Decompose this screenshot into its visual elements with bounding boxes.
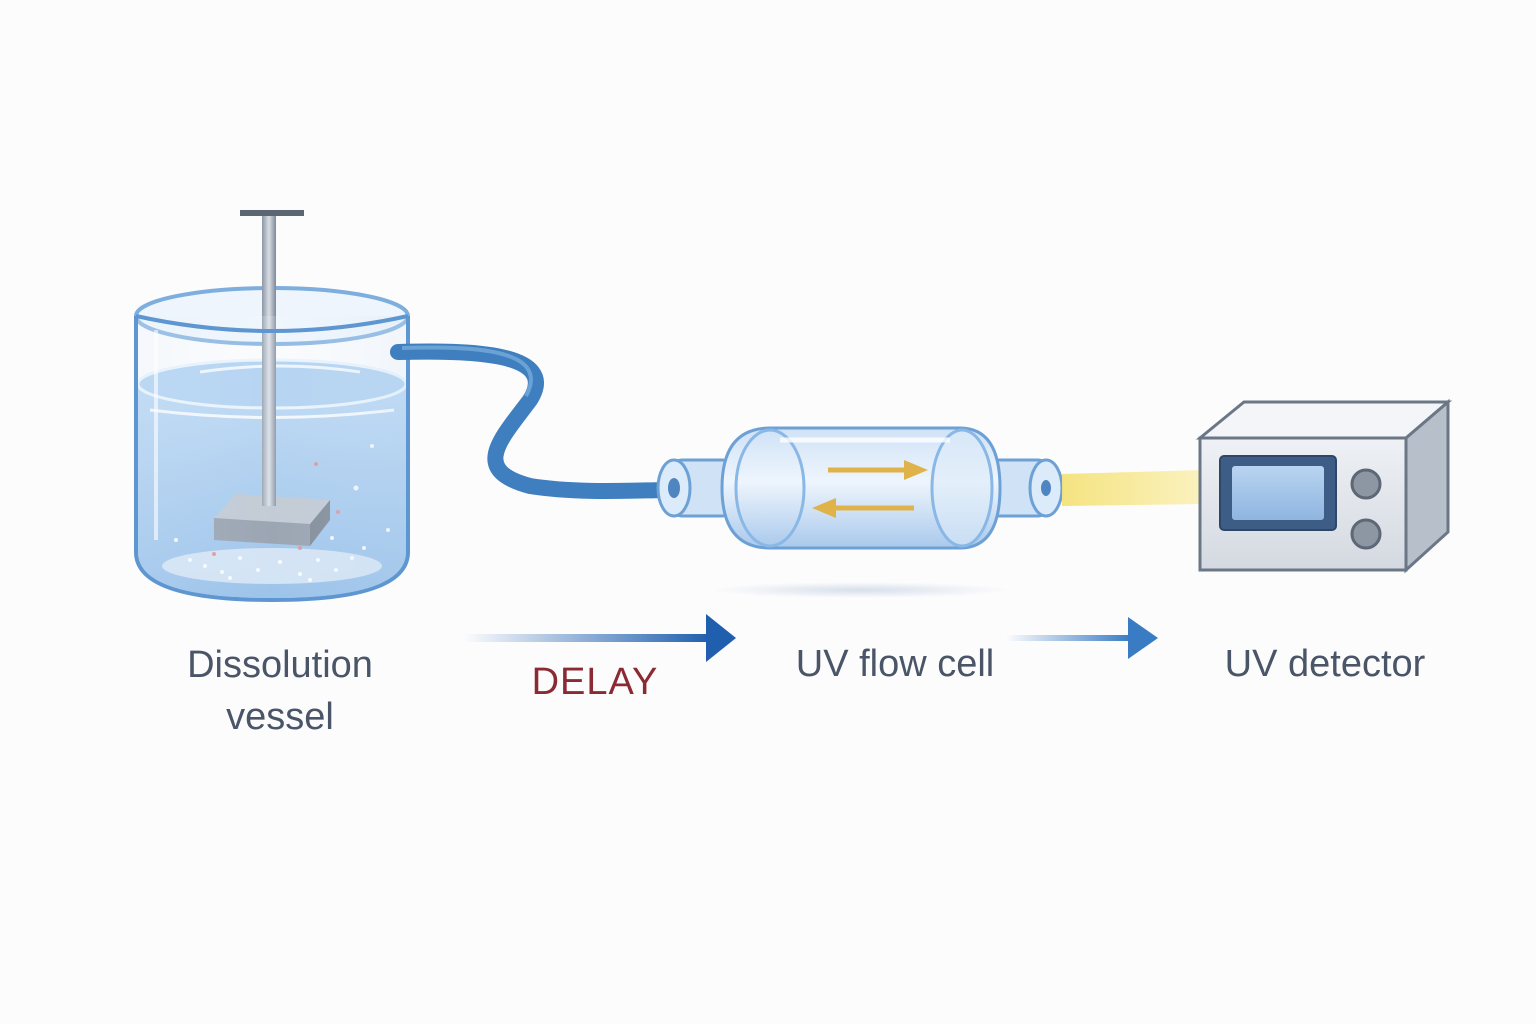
detector-knob-bottom xyxy=(1350,518,1382,550)
dissolution-vessel-label: Dissolution vessel xyxy=(130,639,430,743)
delay-label: DELAY xyxy=(531,661,659,703)
detector-knob-top xyxy=(1350,468,1382,500)
uv-detector-label: UV detector xyxy=(1224,643,1426,685)
detector-box-icon xyxy=(1195,398,1453,574)
arrow-right-icon xyxy=(464,614,736,662)
beaker-with-stirrer-icon xyxy=(134,210,410,603)
vessel-label-line1: Dissolution xyxy=(187,644,373,686)
flow-direction-arrows xyxy=(812,460,928,518)
arrow-right-icon xyxy=(1006,617,1158,659)
flow-cell-icon xyxy=(656,426,1064,598)
uv-flow-cell-label: UV flow cell xyxy=(795,643,995,685)
vessel-label-line2: vessel xyxy=(226,696,334,738)
tubing-icon xyxy=(390,343,680,499)
light-beam-icon xyxy=(1062,470,1204,506)
